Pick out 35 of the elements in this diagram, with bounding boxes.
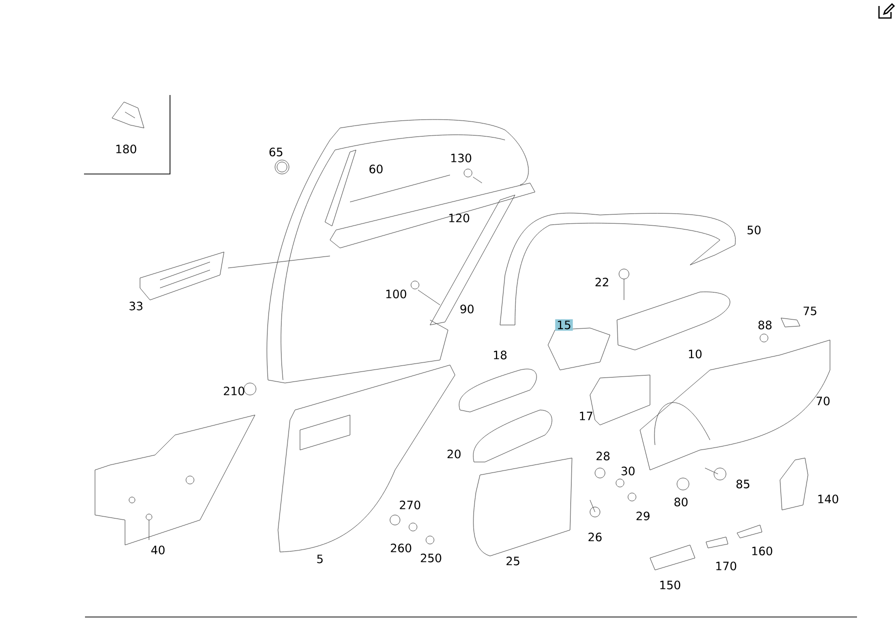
callout-number: 10 [688, 350, 702, 358]
callout-number: 22 [596, 278, 608, 286]
callout-number: 26 [588, 532, 602, 542]
callout-number: 160 [752, 546, 772, 556]
callout-number: 18 [494, 350, 507, 360]
callout-number: 33 [130, 302, 142, 310]
callout-number: 17 [580, 412, 592, 420]
callout-number: 100 [386, 290, 406, 298]
callout-number: 270 [400, 500, 420, 510]
callout-number: 60 [370, 164, 383, 174]
callout-number: 30 [622, 466, 635, 476]
callout-number: 28 [596, 452, 610, 460]
callout-number: 5 [317, 554, 323, 564]
callout-number: 90 [460, 304, 474, 314]
callout-number: 170 [716, 562, 736, 570]
callout-number: 50 [748, 226, 761, 234]
callout-number: 88 [758, 320, 772, 330]
callout-number: 25 [506, 556, 520, 566]
callout-number: 120 [449, 214, 470, 222]
callout-number: 29 [636, 512, 650, 520]
callout-number: 80 [674, 498, 688, 506]
callout-number: 180 [116, 144, 136, 154]
callout-number: 130 [451, 154, 472, 162]
callout-number: 70 [816, 396, 830, 406]
callout-number: 15 [555, 319, 573, 331]
callout-number: 140 [818, 494, 838, 504]
callout-number: 75 [804, 306, 816, 316]
callout-number: 20 [448, 450, 461, 458]
callout-number: 250 [420, 554, 442, 562]
callout-number: 40 [151, 546, 165, 554]
callout-number: 65 [270, 148, 282, 156]
callout-number: 85 [736, 480, 750, 488]
callout-number: 150 [660, 580, 680, 590]
callout-number: 260 [390, 544, 412, 552]
callout-number: 210 [224, 386, 244, 396]
